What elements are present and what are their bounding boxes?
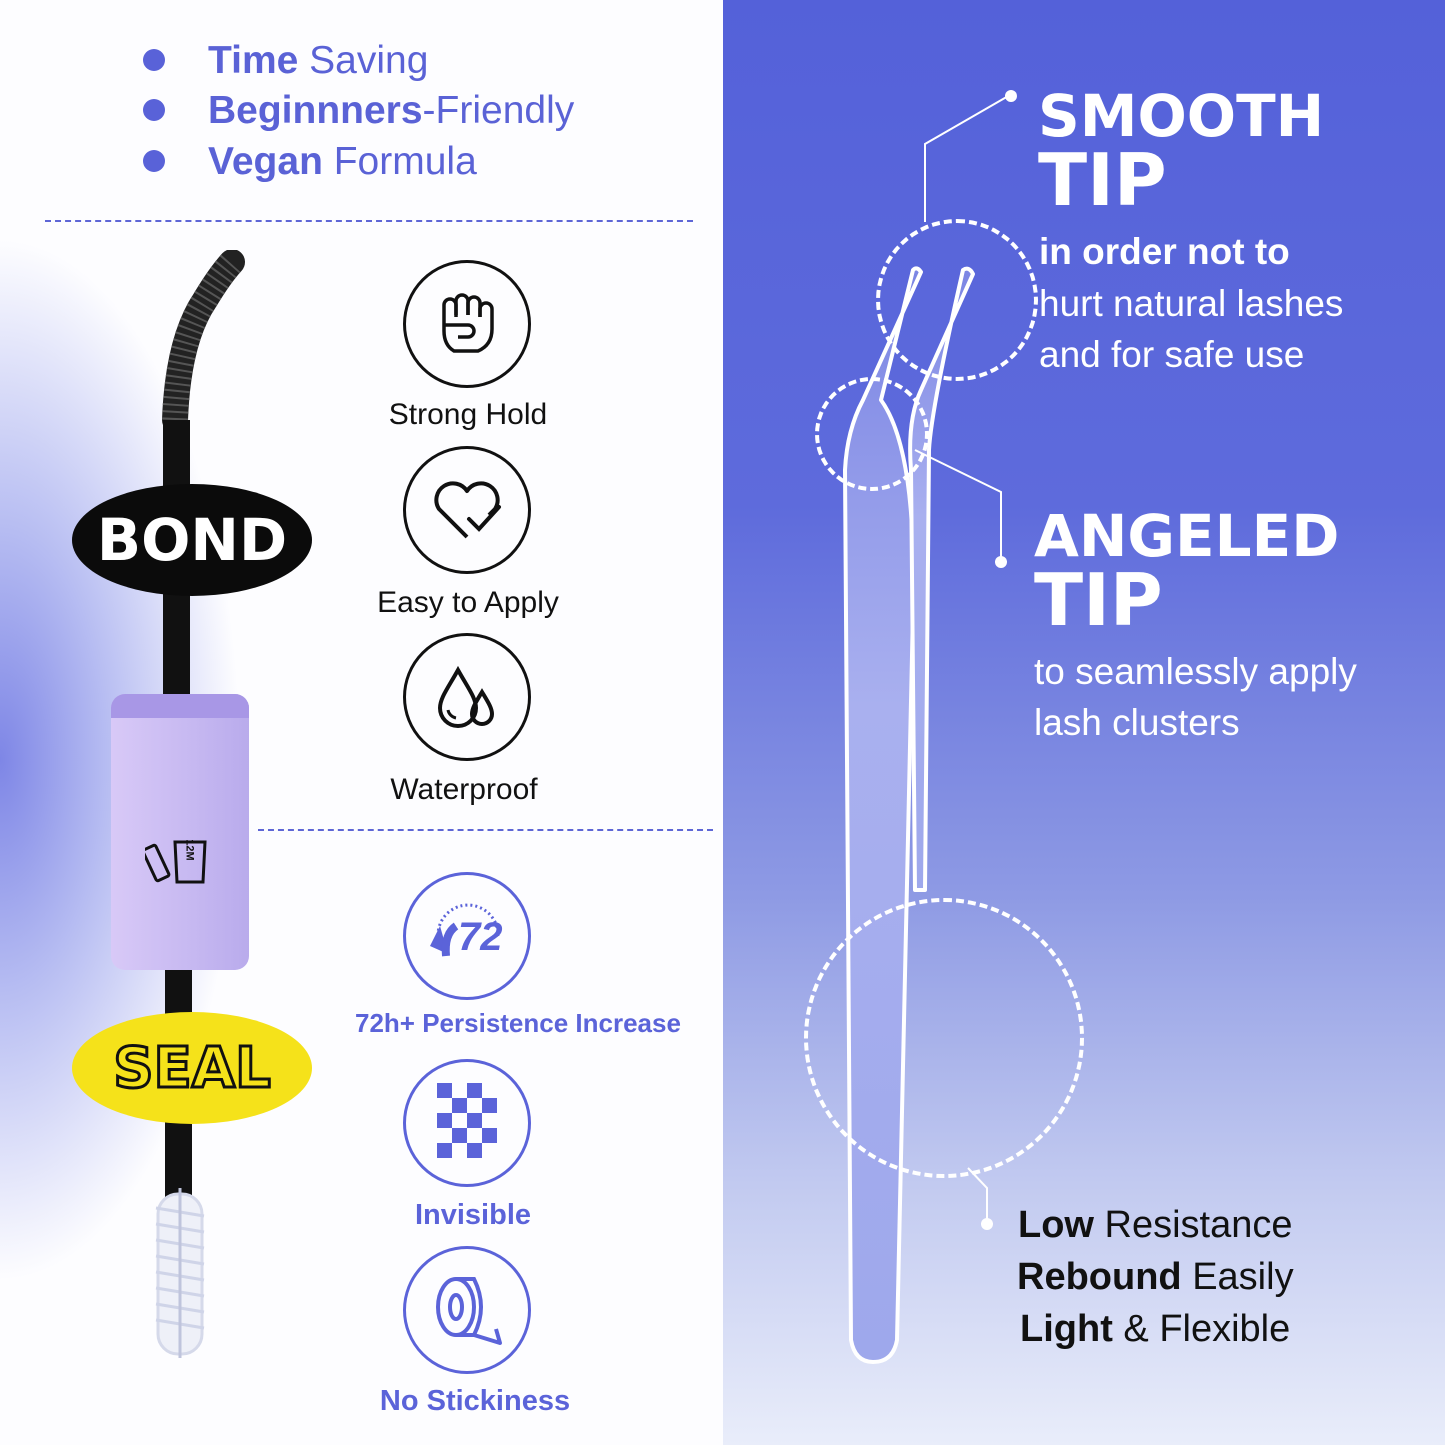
feature-bold: Vegan	[208, 140, 323, 183]
bottom-feature-rest: Easily	[1181, 1256, 1294, 1298]
seal-badge: SEAL	[72, 1012, 312, 1124]
smooth-tip-highlight	[876, 219, 1038, 381]
72-badge-text: 72	[458, 915, 503, 959]
icon-label: 72h+ Persistence Increase	[355, 1008, 681, 1038]
flex-highlight	[804, 898, 1084, 1178]
leader-dot	[995, 556, 1007, 568]
icon-circle	[403, 260, 531, 388]
icon-label: No Stickiness	[379, 1385, 571, 1417]
smooth-title-tip: TIP	[1038, 138, 1167, 222]
icon-circle	[403, 633, 531, 761]
angeled-desc: lash clusters	[1034, 702, 1240, 743]
icon-circle	[403, 1246, 531, 1374]
left-panel: Time Saving Beginnners-Friendly Vegan Fo…	[0, 0, 723, 1445]
bottom-feature-bold: Low	[1018, 1204, 1094, 1246]
bottom-feature: Light & Flexible	[1020, 1308, 1290, 1351]
wand-tube: 12M	[111, 694, 249, 970]
smooth-title: SMOOTH	[1038, 82, 1325, 150]
checker-icon	[437, 1083, 497, 1158]
open-jar-icon	[145, 840, 207, 884]
smooth-desc: and for safe use	[1039, 334, 1305, 375]
angled-tip-highlight	[815, 377, 929, 491]
bottom-feature-rest: Resistance	[1093, 1204, 1293, 1246]
icon-circle	[403, 446, 531, 574]
bond-label: BOND	[96, 506, 288, 574]
bullet-dot	[143, 150, 165, 172]
smooth-desc: hurt natural lashes	[1039, 283, 1344, 324]
water-drops-icon	[437, 665, 495, 728]
feature-bold: Beginnners	[208, 89, 423, 132]
angeled-title-tip: TIP	[1034, 558, 1163, 642]
divider-top	[45, 220, 693, 222]
feature-rest: Formula	[322, 140, 477, 183]
bottom-feature: Low Resistance	[1018, 1204, 1293, 1247]
icon-label: Invisible	[414, 1199, 532, 1231]
tape-roll-icon	[436, 1277, 502, 1345]
feature-bold: Time	[208, 39, 299, 82]
divider-middle	[258, 829, 713, 831]
bottom-feature-bold: Light	[1020, 1308, 1113, 1350]
mascara-spoolie-icon	[162, 250, 245, 430]
bond-badge: BOND	[72, 484, 312, 596]
feature-rest: -Friendly	[422, 89, 575, 132]
heart-check-icon	[434, 481, 501, 539]
icon-label: Strong Hold	[388, 398, 548, 431]
bottom-feature-rest: & Flexible	[1112, 1308, 1291, 1350]
icon-circle	[403, 1059, 531, 1187]
bottom-feature-bold: Rebound	[1017, 1256, 1182, 1298]
bullet-dot	[143, 99, 165, 121]
feature-rest: Saving	[298, 39, 429, 82]
leader-lines	[914, 94, 1011, 1222]
leader-dot	[1005, 90, 1017, 102]
angeled-desc: to seamlessly apply	[1034, 651, 1357, 692]
smooth-desc-bold: in order not to	[1039, 231, 1290, 272]
clear-spoolie-icon	[155, 1188, 205, 1358]
pao-label: 12M	[183, 839, 196, 861]
right-panel: SMOOTH TIP in order not to hurt natural …	[723, 0, 1445, 1445]
icon-circle: 72	[403, 872, 531, 1000]
leader-dot	[981, 1218, 993, 1230]
bullet-dot	[143, 49, 165, 71]
bottom-feature: Rebound Easily	[1017, 1256, 1294, 1299]
fist-icon	[442, 293, 494, 353]
icon-label: Easy to Apply	[377, 586, 559, 619]
angeled-title: ANGELED	[1034, 502, 1340, 570]
seal-label: SEAL	[112, 1034, 273, 1102]
icon-label: Waterproof	[390, 773, 538, 806]
72-hour-icon	[430, 903, 500, 957]
